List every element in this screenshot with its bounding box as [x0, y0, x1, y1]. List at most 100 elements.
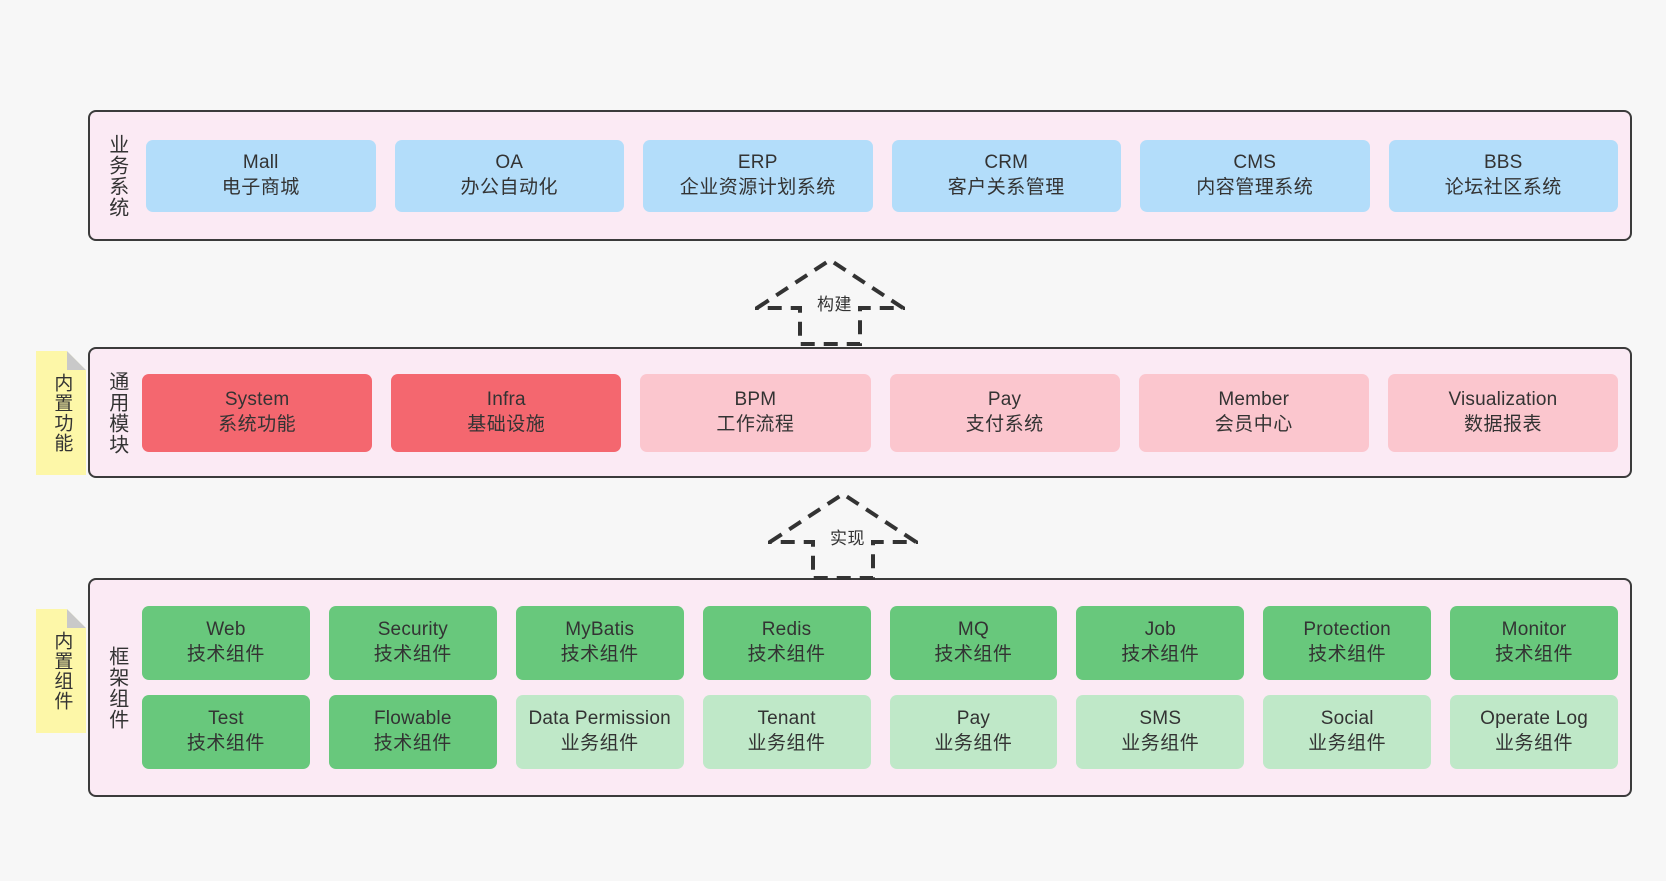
sticky-fold-icon: [67, 609, 86, 628]
card-security[interactable]: Security 技术组件: [328, 606, 497, 680]
card-social-en: Social: [1320, 708, 1374, 730]
card-mall[interactable]: Mall 电子商城: [146, 139, 376, 212]
common-modules-row: System 系统功能 Infra 基础设施 BPM 工作流程 Pay 支付系统…: [142, 373, 1619, 452]
card-crm-en: CRM: [984, 151, 1029, 173]
card-pay-module[interactable]: Pay 支付系统: [889, 373, 1120, 452]
card-infra-cn: 基础设施: [467, 413, 546, 435]
layer-body-framework: Web 技术组件 Security 技术组件 MyBatis 技术组件 Redi…: [142, 580, 1630, 795]
card-pay-component[interactable]: Pay 业务组件: [889, 695, 1058, 769]
sticky-note-builtin-functions: 内置功能: [36, 351, 86, 475]
layer-title-modules: 通用模块: [105, 370, 128, 455]
card-system-cn: 系统功能: [218, 413, 297, 435]
card-erp-cn: 企业资源计划系统: [679, 176, 836, 198]
card-protection-en: Protection: [1303, 619, 1391, 641]
card-redis-en: Redis: [761, 619, 812, 641]
card-infra[interactable]: Infra 基础设施: [391, 373, 622, 452]
card-visualization-cn: 数据报表: [1463, 413, 1542, 435]
card-operate-log[interactable]: Operate Log 业务组件: [1450, 695, 1618, 769]
card-pay-module-cn: 支付系统: [965, 413, 1044, 435]
sticky-fold-icon: [67, 351, 86, 370]
card-mybatis-cn: 技术组件: [560, 644, 639, 665]
card-web-en: Web: [206, 619, 246, 641]
card-crm[interactable]: CRM 客户关系管理: [891, 139, 1121, 212]
layer-framework-components: 框架组件 Web 技术组件 Security 技术组件 MyBatis 技术组件…: [88, 578, 1632, 797]
framework-components-row-1: Web 技术组件 Security 技术组件 MyBatis 技术组件 Redi…: [142, 606, 1618, 680]
card-monitor-cn: 技术组件: [1495, 644, 1574, 665]
card-tenant-cn: 业务组件: [747, 733, 826, 754]
card-erp[interactable]: ERP 企业资源计划系统: [643, 139, 873, 212]
layer-body-modules: System 系统功能 Infra 基础设施 BPM 工作流程 Pay 支付系统…: [142, 349, 1630, 476]
card-protection[interactable]: Protection 技术组件: [1263, 606, 1432, 680]
layer-title-business: 业务系统: [105, 133, 128, 218]
card-job-cn: 技术组件: [1121, 644, 1200, 665]
card-test-en: Test: [208, 708, 244, 730]
card-flowable-cn: 技术组件: [373, 733, 452, 754]
card-pay-module-en: Pay: [987, 388, 1022, 410]
card-flowable-en: Flowable: [373, 708, 452, 730]
card-mq[interactable]: MQ 技术组件: [889, 606, 1058, 680]
card-mybatis[interactable]: MyBatis 技术组件: [515, 606, 684, 680]
card-system[interactable]: System 系统功能: [142, 373, 373, 452]
card-bpm[interactable]: BPM 工作流程: [640, 373, 871, 452]
card-job[interactable]: Job 技术组件: [1076, 606, 1245, 680]
framework-components-row-2: Test 技术组件 Flowable 技术组件 Data Permission …: [142, 695, 1618, 769]
sticky-note-builtin-components-label: 内置组件: [51, 631, 73, 711]
card-cms-en: CMS: [1233, 151, 1277, 173]
card-infra-en: Infra: [486, 388, 526, 410]
card-visualization[interactable]: Visualization 数据报表: [1387, 373, 1619, 452]
card-web-cn: 技术组件: [186, 644, 265, 665]
card-monitor-en: Monitor: [1501, 619, 1567, 641]
card-monitor[interactable]: Monitor 技术组件: [1450, 606, 1618, 680]
card-test[interactable]: Test 技术组件: [142, 695, 310, 769]
card-member-cn: 会员中心: [1214, 413, 1293, 435]
card-bbs-cn: 论坛社区系统: [1444, 176, 1562, 198]
business-systems-row: Mall 电子商城 OA 办公自动化 ERP 企业资源计划系统 CRM 客户关系…: [146, 139, 1618, 212]
card-operate-log-cn: 业务组件: [1495, 733, 1574, 754]
card-test-cn: 技术组件: [186, 733, 265, 754]
layer-common-modules: 通用模块 System 系统功能 Infra 基础设施 BPM 工作流程 Pay…: [88, 347, 1632, 478]
card-pay-component-cn: 业务组件: [934, 733, 1013, 754]
card-web[interactable]: Web 技术组件: [142, 606, 310, 680]
sticky-note-builtin-components: 内置组件: [36, 609, 86, 733]
card-visualization-en: Visualization: [1448, 388, 1558, 410]
card-tenant[interactable]: Tenant 业务组件: [702, 695, 871, 769]
card-member[interactable]: Member 会员中心: [1138, 373, 1369, 452]
card-mybatis-en: MyBatis: [565, 619, 635, 641]
arrow-implement: 实现: [763, 490, 923, 580]
layer-business-systems: 业务系统 Mall 电子商城 OA 办公自动化 ERP 企业资源计划系统 CRM…: [88, 110, 1632, 241]
card-social-cn: 业务组件: [1308, 733, 1387, 754]
card-data-permission-cn: 业务组件: [560, 733, 639, 754]
arrow-build: 构建: [750, 256, 910, 346]
card-sms[interactable]: SMS 业务组件: [1076, 695, 1245, 769]
card-social[interactable]: Social 业务组件: [1263, 695, 1432, 769]
card-data-permission[interactable]: Data Permission 业务组件: [515, 695, 684, 769]
arrow-implement-glyph: [763, 491, 923, 580]
card-sms-en: SMS: [1139, 708, 1182, 730]
arrow-build-glyph: [750, 257, 910, 346]
card-pay-component-en: Pay: [956, 708, 991, 730]
card-data-permission-en: Data Permission: [528, 708, 671, 730]
card-crm-cn: 客户关系管理: [947, 176, 1065, 198]
card-cms[interactable]: CMS 内容管理系统: [1140, 139, 1370, 212]
sticky-note-builtin-functions-label: 内置功能: [51, 373, 73, 453]
arrow-implement-label: 实现: [830, 529, 865, 548]
card-bbs[interactable]: BBS 论坛社区系统: [1388, 139, 1618, 212]
card-mq-en: MQ: [957, 619, 989, 641]
card-member-en: Member: [1218, 388, 1290, 410]
card-job-en: Job: [1144, 619, 1176, 641]
card-oa[interactable]: OA 办公自动化: [394, 139, 624, 212]
card-security-en: Security: [377, 619, 448, 641]
card-oa-en: OA: [495, 151, 524, 173]
card-oa-cn: 办公自动化: [460, 176, 558, 198]
card-erp-en: ERP: [737, 151, 778, 173]
card-redis[interactable]: Redis 技术组件: [702, 606, 871, 680]
card-system-en: System: [224, 388, 290, 410]
card-bpm-cn: 工作流程: [716, 413, 795, 435]
card-flowable[interactable]: Flowable 技术组件: [328, 695, 497, 769]
card-cms-cn: 内容管理系统: [1196, 176, 1314, 198]
card-bbs-en: BBS: [1483, 151, 1523, 173]
card-tenant-en: Tenant: [757, 708, 816, 730]
card-operate-log-en: Operate Log: [1480, 708, 1588, 730]
layer-title-framework: 框架组件: [105, 645, 128, 730]
